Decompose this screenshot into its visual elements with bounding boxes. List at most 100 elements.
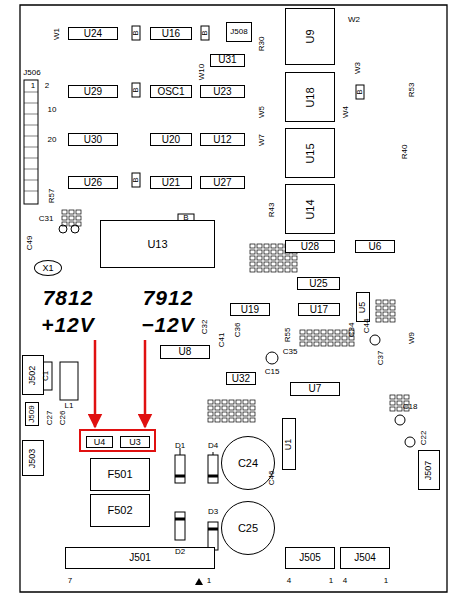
- part-outline: J502: [22, 355, 44, 395]
- part-ref: B: [132, 30, 140, 35]
- part-ref: W3: [354, 62, 362, 74]
- part-label: U9: [305, 29, 316, 43]
- part-outline: U1: [282, 418, 296, 470]
- part-ref: W9: [408, 332, 416, 344]
- part-ref: D4: [208, 442, 218, 450]
- part-ref: W4: [342, 106, 350, 118]
- part-ref: R55: [284, 328, 292, 343]
- part-outline: U18: [285, 72, 335, 122]
- part-ref: L1: [65, 402, 74, 410]
- highlight-box: [80, 430, 155, 451]
- part-outline: F502: [90, 494, 150, 527]
- part-ref: D3: [208, 508, 218, 516]
- part-outline: F501: [90, 458, 150, 491]
- part-outline: U3: [120, 436, 150, 448]
- part-outline: U29: [68, 85, 118, 98]
- part-ref: R57: [48, 189, 56, 204]
- voltage-note: −12V: [141, 314, 195, 335]
- part-ref: C31: [39, 215, 54, 223]
- part-ref: C36: [234, 323, 242, 338]
- part-label: J502: [29, 365, 38, 385]
- part-label: U28: [301, 242, 319, 252]
- voltage-note: 7912: [143, 287, 194, 308]
- part-ref: C37: [377, 351, 385, 366]
- part-label: J507: [425, 460, 434, 480]
- part-ref: C46: [268, 471, 276, 486]
- part-ref: D2: [175, 548, 185, 556]
- part-outline: U16: [150, 27, 192, 40]
- part-outline: U21: [150, 176, 192, 189]
- part-outline: U9: [285, 8, 335, 65]
- part-ref: C15: [265, 368, 280, 376]
- voltage-note: +12V: [41, 314, 95, 335]
- part-outline: U23: [200, 85, 245, 98]
- part-ref: 10: [48, 106, 57, 114]
- part-label: J504: [354, 553, 376, 563]
- part-label: J501: [129, 553, 151, 563]
- part-ref: W7: [258, 134, 266, 146]
- part-ref: C1: [42, 371, 50, 381]
- part-outline: U12: [200, 133, 245, 146]
- part-outline: J501: [65, 547, 215, 569]
- part-label: U13: [147, 239, 167, 250]
- part-outline: J509: [25, 402, 39, 426]
- part-ref: 4: [343, 577, 347, 585]
- part-ref: C26: [59, 411, 67, 426]
- part-outline: OSC1: [150, 85, 192, 98]
- part-label: F501: [107, 469, 132, 480]
- part-ref: 4: [287, 577, 291, 585]
- part-label: J503: [29, 448, 38, 468]
- part-outline: U14: [285, 184, 335, 234]
- part-outline: U26: [68, 176, 118, 189]
- part-label: J508: [230, 28, 247, 36]
- part-label: U29: [84, 87, 102, 97]
- part-ref: C49: [26, 236, 34, 251]
- part-outline: U4: [86, 436, 113, 448]
- part-label: U5: [358, 301, 367, 313]
- part-ref: W2: [348, 16, 360, 24]
- part-outline: J508: [226, 22, 252, 42]
- part-outline: U5: [356, 292, 370, 322]
- part-ref: C27: [46, 411, 54, 426]
- connector-pins: [24, 92, 38, 191]
- part-ref: B: [356, 89, 364, 94]
- j506-connector: [24, 80, 38, 204]
- part-outline: U30: [68, 133, 118, 146]
- part-ref: R43: [268, 203, 276, 218]
- part-outline: U13: [100, 220, 215, 268]
- part-label: X1: [42, 264, 53, 273]
- part-outline: J505: [285, 547, 335, 569]
- diode-symbols: [175, 448, 218, 550]
- part-outline: J504: [340, 547, 390, 569]
- part-label: U25: [309, 279, 327, 289]
- part-label: U30: [84, 135, 102, 145]
- part-outline: U17: [298, 303, 340, 316]
- part-ref: 2: [45, 82, 49, 90]
- part-label: U8: [179, 347, 192, 357]
- part-ref: C44: [363, 319, 371, 334]
- part-ref: D1: [175, 442, 185, 450]
- part-ref: B: [183, 214, 188, 222]
- part-outline: U28: [285, 240, 335, 253]
- part-ref: R30: [258, 37, 266, 52]
- part-outline: J507: [418, 450, 440, 490]
- callout-arrow: [94, 340, 97, 427]
- part-label: U15: [305, 143, 316, 163]
- part-label: U4: [94, 438, 106, 447]
- part-ref: 20: [48, 136, 57, 144]
- part-label: U17: [310, 305, 328, 315]
- part-label: J505: [299, 553, 321, 563]
- part-ref: B: [132, 177, 140, 182]
- part-ref: C35: [283, 348, 298, 356]
- part-label: C25: [238, 523, 258, 534]
- part-ref: 1: [329, 577, 333, 585]
- callout-arrow: [144, 340, 147, 427]
- part-ref: R40: [401, 145, 409, 160]
- part-label: U24: [84, 29, 102, 39]
- part-label: U32: [232, 374, 250, 384]
- part-outline: U25: [297, 277, 340, 290]
- small-parts: [40, 26, 415, 447]
- part-outline: U7: [290, 382, 340, 396]
- voltage-note: 7812: [43, 287, 94, 308]
- part-ref: 1: [384, 577, 388, 585]
